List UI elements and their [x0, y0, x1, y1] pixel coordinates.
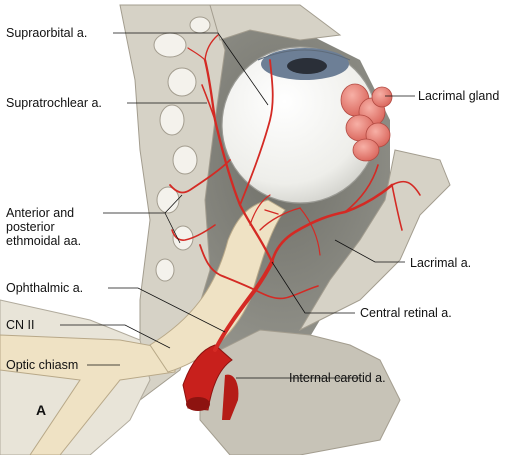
label-ethmoidal-line3: ethmoidal aa.: [6, 234, 82, 248]
label-lacrimal-gland: Lacrimal gland: [418, 89, 500, 103]
label-lacrimal-artery: Lacrimal a.: [410, 256, 472, 270]
label-ophthalmic-artery: Ophthalmic a.: [6, 281, 84, 295]
eyeball: [221, 46, 379, 204]
ophthalmic-artery-branches: [169, 34, 421, 352]
orbital-roof: [209, 4, 342, 41]
label-supratrochlear-artery: Supratrochlear a.: [6, 96, 102, 110]
leader-lines: [60, 32, 415, 379]
orbital-floor: [199, 329, 401, 455]
label-ethmoidal-line1: Anterior and: [6, 206, 75, 220]
label-ethmoidal-line2: posterior: [6, 220, 55, 234]
label-internal-carotid-artery: Internal carotid a.: [289, 371, 386, 385]
panel-label: A: [36, 402, 47, 418]
ethmoid-cells: [153, 16, 211, 282]
label-optic-chiasm: Optic chiasm: [6, 358, 79, 372]
label-ethmoidal-arteries: Anterior and posterior ethmoidal aa.: [6, 206, 136, 248]
optic-chiasm: [0, 334, 176, 455]
lacrimal-gland: [340, 83, 393, 162]
label-central-retinal-artery: Central retinal a.: [360, 306, 452, 320]
label-supraorbital-artery: Supraorbital a.: [6, 26, 88, 40]
label-cn-ii: CN II: [6, 318, 35, 332]
lateral-orbital-wall: [298, 149, 451, 332]
